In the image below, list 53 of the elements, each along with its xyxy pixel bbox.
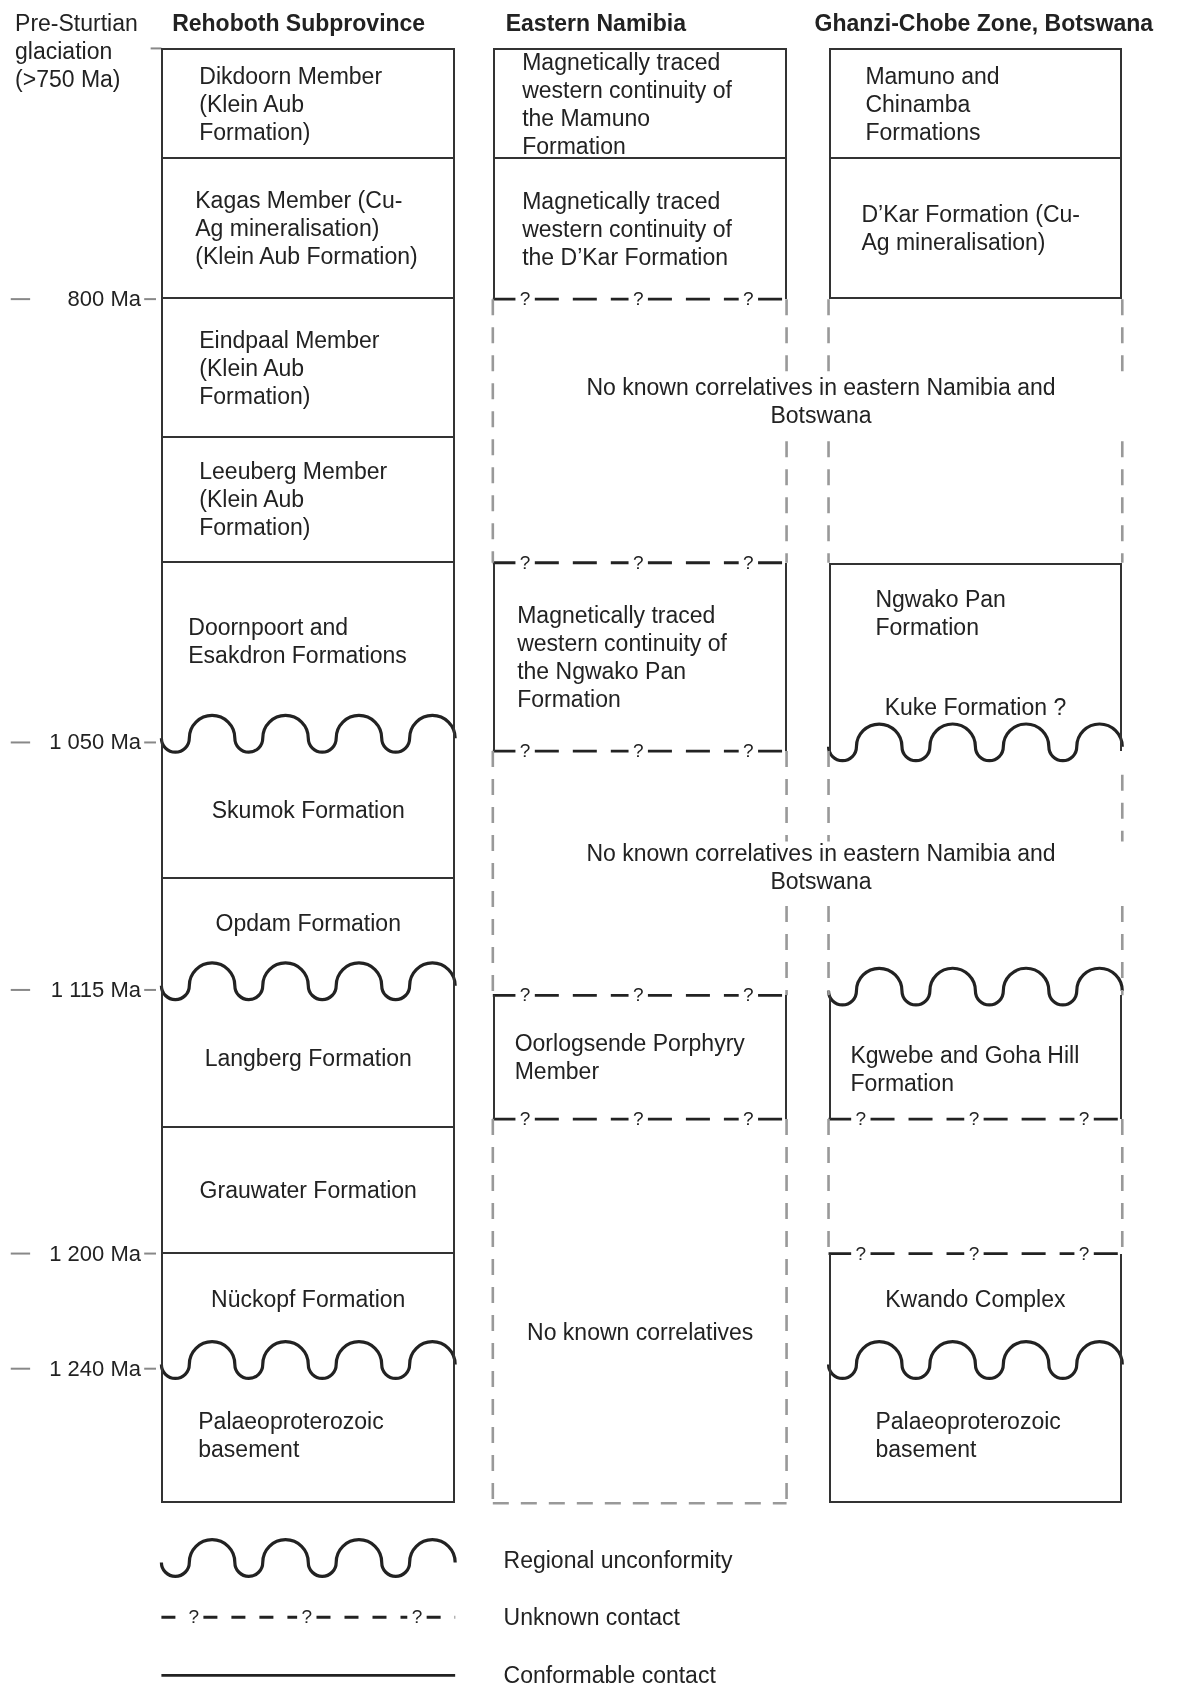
note-text: No known correlatives in eastern Namibia and Botswana [585,373,1057,430]
unit-name: Kwando Complex [885,1285,1066,1314]
unit-name: Kuke Formation ? [884,693,1067,722]
unit-name: Grauwater Formation [199,1175,417,1204]
unit-box [161,989,456,1128]
unit-name: Magnetically traced western continuity of the D’Kar Formation [522,187,733,272]
unit-box [828,562,1123,752]
unit-box [828,159,1123,300]
unit-box [161,48,456,160]
legend-text: Regional unconformity [503,1546,733,1575]
unit-box [161,1253,456,1369]
unit-box [161,1127,456,1254]
age-label: 1 200 Ma [49,1239,141,1268]
column-heading: Rehoboth Subprovince [172,8,426,37]
age-label: 1 115 Ma [50,975,141,1004]
unit-box [161,437,456,563]
period-label: Pre-Sturtian glaciation (>750 Ma) [15,8,139,93]
note-text: No known correlatives [526,1318,755,1347]
unit-name: Nückopf Formation [211,1285,406,1314]
column-heading: Ghanzi-Chobe Zone, Botswana [814,8,1154,37]
unit-name: Opdam Formation [215,908,401,937]
unit-box [828,1368,1123,1504]
unit-box [161,742,456,880]
unit-box [161,562,456,743]
unit-box [492,48,787,160]
unit-name: Skumok Formation [211,795,405,824]
legend-text: Conformable contact [503,1661,716,1687]
age-label: 1 050 Ma [49,728,141,757]
unit-name: Palaeoproterozoic basement [875,1406,1062,1463]
age-label: 1 240 Ma [49,1354,141,1383]
unit-name: Magnetically traced western continuity of the Ngwako Pan Formation [517,600,728,713]
unit-name: Dikdoorn Member (Klein Aub Formation) [199,61,384,146]
unit-box [161,879,456,990]
unit-box [161,159,456,300]
unit-name: Palaeoproterozoic basement [198,1406,385,1463]
legend-text: Unknown contact [503,1603,680,1632]
unit-box [161,299,456,438]
unit-name: Eindpaal Member (Klein Aub Formation) [199,325,381,410]
column-heading: Eastern Namibia [505,8,686,37]
unit-box [828,48,1123,160]
age-label: 800 Ma [67,285,141,314]
unit-name: Leeuberg Member (Klein Aub Formation) [199,457,389,542]
unit-name: Ngwako Pan Formation [875,584,1007,641]
unit-name: Langberg Formation [204,1043,412,1072]
unit-name: Kagas Member (Cu-Ag mineralisation) (Klein Aub Formation) [195,186,419,271]
unit-name: Magnetically traced western continuity of the Mamuno Formation [522,47,733,160]
unit-name: Kgwebe and Goha Hill Formation [850,1041,1081,1098]
unit-name: Doornpoort and Esakdron Formations [188,612,408,669]
unit-name: Mamuno and Chinamba Formations [865,61,1001,146]
unit-name: D’Kar Formation (Cu-Ag mineralisation) [861,200,1081,257]
unit-box [161,1368,456,1504]
unit-name: Oorlogsende Porphyry Member [514,1029,746,1086]
note-text: No known correlatives in eastern Namibia and Botswana [585,839,1057,896]
